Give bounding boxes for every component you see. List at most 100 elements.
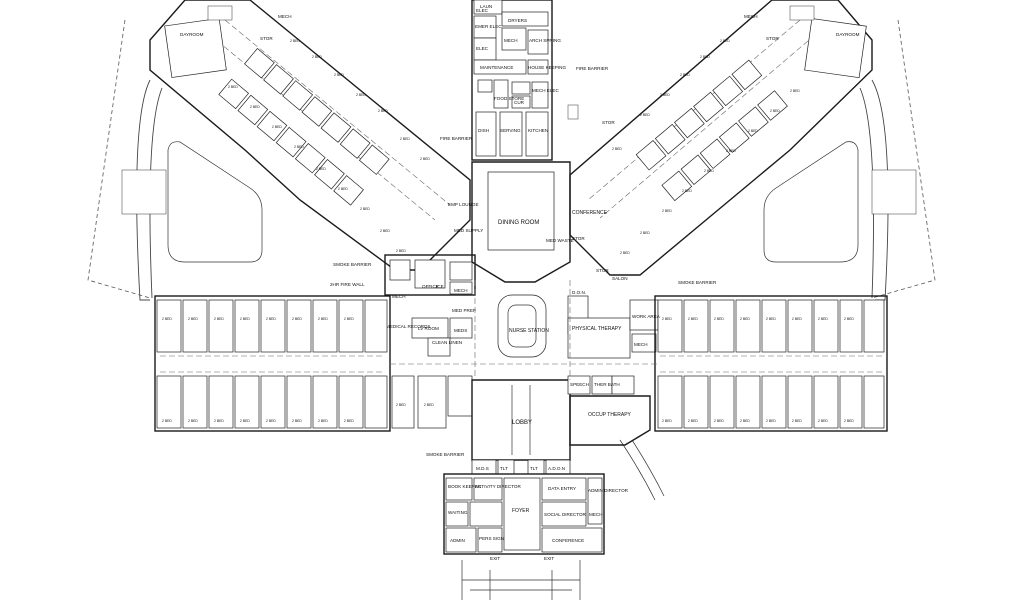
label-cur: CUR [514, 100, 525, 105]
wing-west: 2 BED 2 BED 2 BED 2 BED 2 BED 2 BED 2 BE… [154, 295, 473, 432]
bed-label: 2 BED [240, 419, 250, 423]
label-elec-top: ELEC [476, 8, 489, 13]
admin-block: SMOKE BARRIER M.D.S TLT TLT A.D.O.N BOOK… [426, 452, 629, 561]
label-foyer: FOYER [512, 508, 530, 514]
label-ther-bath: THER BATH [594, 382, 620, 387]
bed-label: 2 BED [662, 419, 672, 423]
bed-label: 2 BED [316, 167, 326, 171]
label-mech-ne: MECH [744, 14, 758, 19]
bed-label: 2 BED [214, 419, 224, 423]
label-waiting: WAITING [448, 510, 468, 515]
bed-label: 2 BED [714, 419, 724, 423]
bed-label: 2 BED [240, 317, 250, 321]
bed-label: 2 BED [662, 317, 672, 321]
label-pers-sign: PERS SIGN [479, 536, 504, 541]
label-office: OFFICE [422, 284, 439, 289]
bed-label: 2 BED [356, 93, 366, 97]
label-food-store: FOOD STORE [494, 96, 524, 101]
label-conference-right: CONFERENCE [572, 210, 608, 216]
label-medical-records: MEDICAL RECORDS [386, 324, 431, 329]
bed-label: 2 BED [682, 189, 692, 193]
bed-label: 2 BED [344, 317, 354, 321]
bed-label: 2 BED [396, 249, 406, 253]
label-serving: SERVING [500, 128, 521, 133]
bed-label: 2 BED [720, 39, 730, 43]
bed-label: 2 BED [338, 187, 348, 191]
label-kitchen: KITCHEN [528, 128, 548, 133]
label-smoke-barrier-right: SMOKE BARRIER [678, 280, 717, 285]
bed-label: 2 BED [740, 317, 750, 321]
bed-label: 2 BED [292, 419, 302, 423]
bed-label: 2 BED [612, 147, 622, 151]
wing-northwest: DAYROOM MECH STOR 2 BED 2 BED 2 BED 2 BE… [149, 0, 471, 271]
bed-label: 2 BED [766, 317, 776, 321]
label-mech-nw: MECH [278, 14, 292, 19]
bed-label: 2 BED [214, 317, 224, 321]
label-mech-elec: MECH ELEC [532, 88, 559, 93]
bed-label: 2 BED [740, 419, 750, 423]
bed-label: 2 BED [766, 419, 776, 423]
bed-label: 2 BED [272, 125, 282, 129]
bed-label: 2 BED [680, 73, 690, 77]
bed-label: 2 BED [844, 419, 854, 423]
label-smoke-barrier-bottom: SMOKE BARRIER [426, 452, 465, 457]
site-roads [87, 19, 936, 600]
label-adon: A.D.O.N [548, 466, 565, 471]
bed-label: 2 BED [790, 89, 800, 93]
bed-label: 2 BED [162, 317, 172, 321]
bed-label: 2 BED [188, 419, 198, 423]
label-lv-room: LV ROOM [418, 326, 439, 331]
bed-label: 2 BED [792, 419, 802, 423]
label-dryers: DRYERS [508, 18, 527, 23]
label-dish: DISH [478, 128, 489, 133]
label-stor-right: STOR [596, 268, 609, 273]
bed-label: 2 BED [688, 419, 698, 423]
label-elec-2: ELEC [476, 46, 489, 51]
label-clean-linen: CLEAN LINEN [432, 340, 462, 345]
bed-label: 2 BED [334, 73, 344, 77]
bed-label: 2 BED [292, 317, 302, 321]
label-mech-top: MECH [504, 38, 518, 43]
label-med-prep: MED PREP [452, 308, 476, 313]
label-occup-therapy: OCCUP THERAPY [588, 412, 632, 418]
label-data-entry: DATA ENTRY [548, 486, 576, 491]
bed-label: 2 BED [818, 419, 828, 423]
bed-label: 2 BED [704, 169, 714, 173]
label-exit-a: EXIT [490, 556, 500, 561]
label-admin-director: ADMIN DIRECTOR [588, 488, 629, 493]
bed-label: 2 BED [726, 149, 736, 153]
label-lobby: LOBBY [512, 420, 532, 426]
bed-label: 2 BED [770, 109, 780, 113]
label-fire-barrier-left: FIRE BARRIER [440, 136, 473, 141]
bed-label: 2 BED [844, 317, 854, 321]
label-mech-left: MECH [392, 294, 406, 299]
bed-label: 2 BED [640, 113, 650, 117]
label-exit-b: EXIT [544, 556, 554, 561]
label-fire-wall: 2HR FIRE WALL [330, 282, 365, 287]
label-admin: ADMIN [450, 538, 465, 543]
bed-label: 2 BED [662, 209, 672, 213]
label-meds: MEDS [454, 328, 467, 333]
bed-label: 2 BED [228, 85, 238, 89]
bed-label: 2 BED [396, 403, 406, 407]
label-ice: ICE [436, 284, 444, 289]
label-mech-right: MECH [634, 342, 648, 347]
bed-label: 2 BED [640, 231, 650, 235]
label-emer-elec: EMER ELEC [475, 24, 502, 29]
label-emp-lounge: EMP LOUNGE [448, 202, 479, 207]
bed-label: 2 BED [424, 403, 434, 407]
bed-label: 2 BED [378, 109, 388, 113]
bed-label: 2 BED [360, 207, 370, 211]
label-physical-therapy: PHYSICAL THERAPY [572, 326, 622, 332]
label-mds: M.D.S [476, 466, 489, 471]
label-mech-bottom: MECH [589, 512, 603, 517]
bed-label: 2 BED [818, 317, 828, 321]
bed-label: 2 BED [294, 145, 304, 149]
bed-label: 2 BED [188, 317, 198, 321]
lobby-area: LOBBY SPEECH THER BATH OCCUP THERAPY [471, 375, 651, 461]
bed-label: 2 BED [266, 419, 276, 423]
label-nurse-station: NURSE STATION [509, 328, 549, 334]
bed-label: 2 BED [400, 137, 410, 141]
label-tlt-b: TLT [530, 466, 538, 471]
